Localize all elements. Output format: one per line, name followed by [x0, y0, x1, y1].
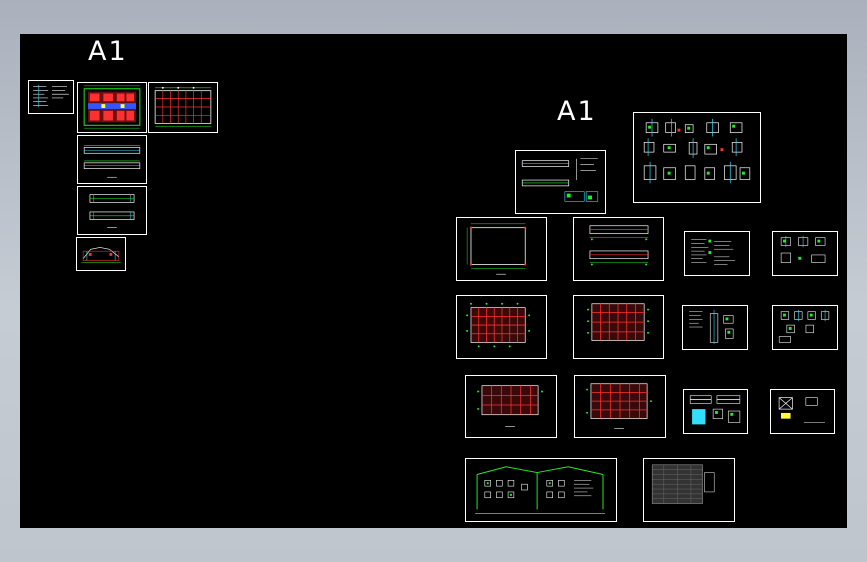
drawing-sheet-notes[interactable] — [28, 80, 74, 114]
drawing-sheet-roof-plan-2[interactable] — [573, 295, 664, 359]
sheet-label-left: A1 — [88, 36, 128, 67]
drawing-sheet-grid-plan[interactable] — [148, 82, 218, 133]
drawing-sheet-elevation-detail[interactable] — [515, 150, 606, 214]
sheet-label-right: A1 — [557, 96, 597, 127]
drawing-sheet-legend[interactable] — [770, 389, 835, 434]
drawing-sheet-notes-2[interactable] — [684, 231, 750, 276]
drawing-canvas[interactable]: A1 A1 — [20, 34, 847, 528]
drawing-sheet-node-details[interactable] — [633, 112, 761, 203]
drawing-sheet-colored-plan[interactable] — [77, 82, 147, 133]
drawing-sheet-schedule-table[interactable] — [643, 458, 735, 522]
drawing-sheet-wall-framing-2[interactable] — [574, 375, 666, 438]
drawing-sheet-connection-2[interactable] — [772, 305, 838, 350]
drawing-sheet-wall-framing-1[interactable] — [465, 375, 557, 438]
drawing-sheet-elevation-1[interactable] — [77, 135, 147, 184]
drawing-sheet-portal-frame[interactable] — [465, 458, 617, 522]
drawing-sheet-bracing-details[interactable] — [683, 389, 748, 434]
drawing-sheet-roof-plan-1[interactable] — [456, 295, 547, 359]
drawing-sheet-foundation-plan[interactable] — [456, 217, 547, 281]
drawing-sheet-purlin-elevation[interactable] — [573, 217, 664, 281]
drawing-sheet-connection-1[interactable] — [772, 231, 838, 276]
drawing-sheet-column-details[interactable] — [682, 305, 748, 350]
drawing-sheet-elevation-2[interactable] — [77, 186, 147, 235]
drawing-sheet-section[interactable] — [76, 237, 126, 271]
